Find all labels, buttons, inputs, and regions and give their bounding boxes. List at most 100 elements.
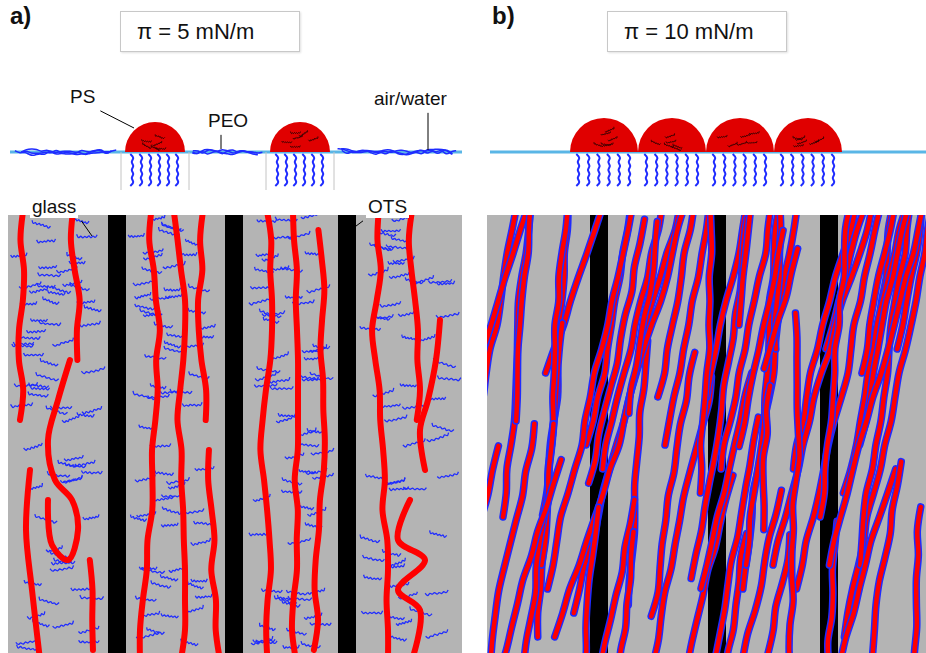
ps-core (125, 122, 185, 152)
peo-shell (913, 507, 921, 653)
ps-chain (672, 146, 681, 151)
ps-strand (398, 500, 426, 653)
coated-ps-strand (862, 215, 895, 373)
ps-chain (608, 136, 617, 141)
peo-tail (763, 154, 766, 186)
peo-chain (361, 611, 382, 614)
peo-shell (862, 215, 895, 373)
peo-chain (48, 290, 66, 295)
peo-chain (436, 312, 459, 318)
ots-stripe (338, 215, 356, 653)
ps-strand (71, 215, 80, 360)
peo-chain (191, 538, 211, 545)
ps-core (570, 118, 638, 152)
peo-chain (389, 634, 406, 641)
peo-surface-chain (341, 149, 456, 155)
ps-chain (740, 134, 750, 138)
ps-strand (420, 320, 440, 470)
ots-stripe (108, 215, 126, 653)
peo-chain (426, 629, 448, 638)
ps-chain (605, 127, 614, 132)
ps-core (589, 219, 645, 483)
peo-tail (733, 154, 736, 186)
peo-chain (278, 413, 295, 416)
ps-chain (155, 134, 165, 138)
part-label: air/water (372, 88, 449, 110)
peo-tail (743, 154, 746, 186)
ps-strand (18, 215, 24, 420)
peo-chain (29, 383, 49, 388)
peo-chain (373, 388, 394, 397)
micelle (706, 118, 774, 186)
ps-chain (143, 142, 152, 148)
ps-chain (308, 136, 317, 141)
ps-core (561, 507, 598, 653)
ps-chain (793, 144, 803, 147)
coated-ps-strand (773, 215, 872, 565)
peo-shell (860, 462, 901, 653)
peo-shell (589, 219, 645, 483)
peo-chain (24, 443, 43, 450)
pressure-box: π = 10 mN/m (607, 11, 787, 52)
part-label: glass (30, 196, 78, 218)
ps-core (620, 475, 733, 653)
ps-chain (152, 141, 161, 146)
peo-tail (655, 154, 658, 186)
peo-shell (691, 219, 747, 579)
leader-line (81, 221, 92, 236)
peo-chain (133, 391, 156, 400)
coated-ps-strand (629, 221, 657, 413)
peo-shell (561, 507, 598, 653)
peo-chain (427, 433, 449, 442)
peo-chain (81, 366, 104, 373)
peo-chain (135, 304, 155, 310)
peo-shell (620, 475, 733, 653)
coated-ps-strand (613, 532, 633, 653)
coated-ps-strand (715, 417, 758, 653)
peo-chain (155, 471, 174, 476)
ps-chain (815, 137, 824, 143)
peo-chain (437, 281, 455, 285)
peo-tail (320, 154, 323, 186)
ps-strand (292, 215, 298, 653)
peo-chain (396, 619, 411, 626)
peo-tail (644, 154, 647, 186)
part-label: PS (68, 86, 97, 108)
coated-ps-strand (788, 469, 896, 653)
peo-tail (665, 154, 668, 186)
peo-chain (269, 377, 290, 383)
part-label: OTS (366, 196, 409, 218)
peo-chain (425, 590, 448, 596)
peo-tail (607, 154, 610, 186)
peo-chain (161, 613, 178, 617)
ps-core (715, 417, 758, 653)
peo-chain (151, 580, 171, 588)
ps-core (860, 215, 910, 565)
peo-chain (79, 640, 100, 643)
coated-ps-strand (620, 475, 733, 653)
peo-chain (19, 336, 40, 340)
coated-ps-strand (691, 219, 747, 579)
peo-tail (811, 154, 814, 186)
peo-chain (281, 490, 302, 493)
ps-core (638, 118, 706, 152)
peo-shell (789, 313, 799, 653)
peo-chain (432, 423, 454, 432)
peo-shell (700, 215, 711, 493)
micelle (121, 122, 189, 190)
peo-chain (164, 288, 180, 291)
peo-chain (43, 296, 59, 304)
peo-chain (363, 555, 385, 562)
peo-chain (27, 329, 46, 333)
peo-shell (860, 215, 910, 565)
ps-chain (293, 135, 303, 139)
ps-core (516, 215, 530, 421)
peo-chain (298, 442, 319, 447)
ots-stripe (225, 215, 243, 653)
micelle-boundary (121, 152, 122, 190)
micelle-boundary (334, 152, 335, 190)
peo-tail (831, 154, 834, 186)
peo-chain (31, 318, 48, 321)
peo-chain (400, 383, 416, 386)
peo-chain (387, 477, 405, 484)
